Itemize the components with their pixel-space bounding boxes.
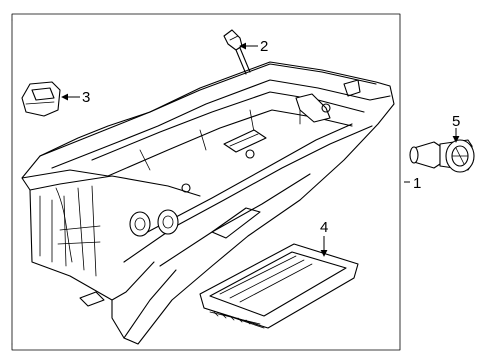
callout-1: 1 [413,175,421,192]
lock-cylinder [409,139,475,173]
assembly-bracket [11,13,401,351]
fastener-clip [223,29,251,75]
glove-box-body [21,61,395,345]
callout-2: 2 [260,38,268,55]
callout-3: 3 [82,89,90,106]
callout-4: 4 [320,219,328,236]
bumper-pad [21,81,61,117]
callout-5: 5 [452,113,460,130]
glovebox-insert [199,243,359,329]
